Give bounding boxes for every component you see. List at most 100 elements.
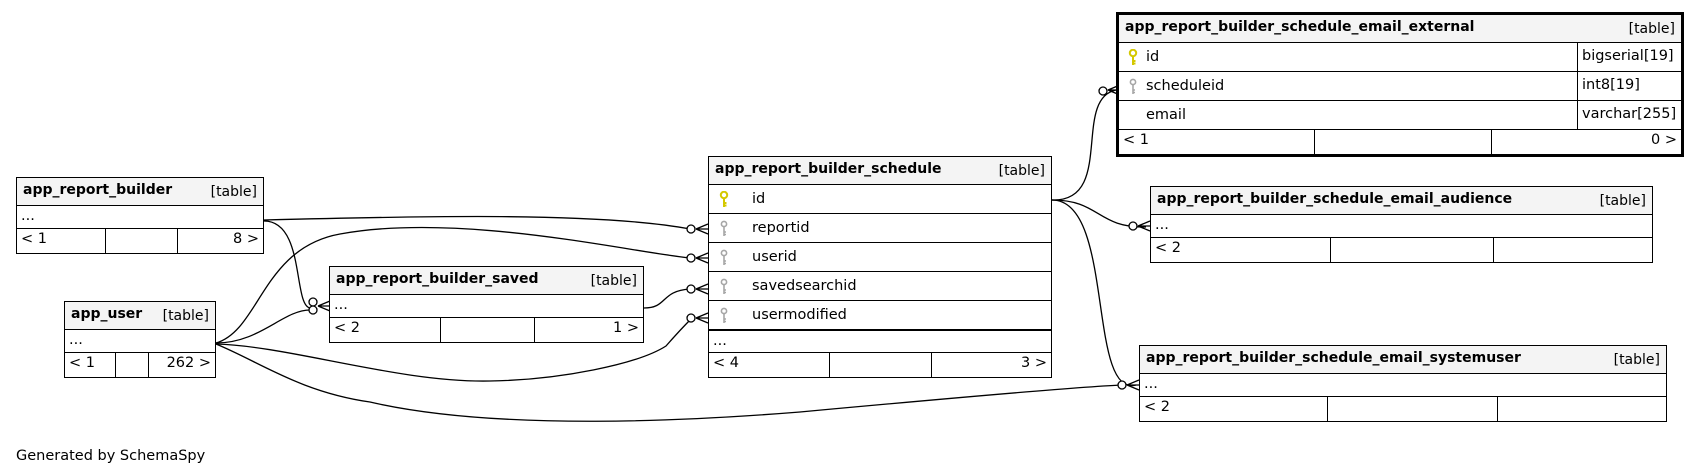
table-footer: < 1 0 >	[1119, 130, 1681, 154]
crow-foot-circle	[686, 253, 696, 263]
key-icon	[719, 191, 729, 207]
edge-report-saved	[263, 220, 311, 309]
column-row: reportid	[709, 214, 1051, 243]
edge-userid	[215, 226, 691, 344]
columns-ellipsis: ...	[1140, 374, 1666, 397]
column-name: id	[752, 191, 766, 207]
column-type: varchar[255]	[1577, 101, 1681, 129]
table-kind: [table]	[162, 308, 209, 324]
table-footer: < 1 8 >	[17, 229, 263, 253]
column-row: usermodified	[709, 301, 1051, 330]
row-count	[115, 353, 148, 377]
column-row: savedsearchid	[709, 272, 1051, 301]
table-kind: [table]	[210, 184, 257, 200]
key-icon	[720, 249, 728, 265]
table-header: app_report_builder_schedule_email_extern…	[1119, 15, 1681, 43]
table-kind: [table]	[1599, 193, 1646, 209]
key-icon	[720, 307, 728, 323]
crow-foot	[695, 223, 709, 235]
key-icon	[720, 278, 728, 294]
crow-foot-circle	[308, 305, 318, 315]
table-app-report-builder-schedule-email-audience[interactable]: app_report_builder_schedule_email_audien…	[1150, 186, 1653, 263]
parents-count: < 2	[1144, 399, 1170, 415]
columns-ellipsis: ...	[330, 295, 643, 318]
key-icon	[1128, 49, 1138, 65]
table-name: app_report_builder_saved	[336, 271, 539, 287]
table-header: app_user [table]	[65, 302, 215, 330]
crow-foot	[317, 300, 331, 312]
columns-ellipsis: ...	[709, 330, 1051, 353]
crow-foot-circle	[1128, 221, 1138, 231]
column-name: userid	[752, 249, 797, 265]
table-kind: [table]	[1628, 21, 1675, 37]
parents-count: < 1	[1123, 132, 1149, 148]
parents-count: < 2	[1155, 240, 1181, 256]
table-footer: < 4 3 >	[709, 353, 1051, 377]
crow-foot-circle	[686, 224, 696, 234]
parents-count: < 1	[69, 355, 95, 371]
table-app-report-builder-saved[interactable]: app_report_builder_saved [table] ... < 2…	[329, 266, 644, 343]
crow-foot	[695, 283, 709, 295]
row-count	[829, 353, 931, 377]
parents-count: < 4	[713, 355, 739, 371]
column-type: bigserial[19]	[1577, 43, 1681, 71]
crow-foot-circle	[686, 313, 696, 323]
crow-foot-circle	[686, 284, 696, 294]
crow-foot	[1126, 379, 1140, 391]
edge-usermodified	[215, 317, 693, 382]
table-header: app_report_builder_schedule_email_audien…	[1151, 187, 1652, 215]
edge-reportid	[263, 215, 691, 230]
parents-count: < 2	[334, 320, 360, 336]
table-footer: < 1 262 >	[65, 353, 215, 377]
edge-scheduleid	[1051, 89, 1117, 201]
table-kind: [table]	[590, 273, 637, 289]
table-kind: [table]	[1613, 352, 1660, 368]
crow-foot	[695, 312, 709, 324]
children-count: 262 >	[148, 353, 215, 377]
table-name: app_report_builder	[23, 182, 173, 198]
crow-foot-circle	[1117, 380, 1127, 390]
table-app-report-builder-schedule[interactable]: app_report_builder_schedule [table] id r…	[708, 156, 1052, 378]
columns-ellipsis: ...	[1151, 215, 1652, 238]
table-name: app_user	[71, 306, 143, 322]
row-count	[1327, 397, 1497, 421]
row-count	[1314, 130, 1491, 154]
table-header: app_report_builder_schedule [table]	[709, 157, 1051, 185]
column-row: userid	[709, 243, 1051, 272]
edge-systemuser	[1051, 199, 1137, 386]
table-app-report-builder-schedule-email-systemuser[interactable]: app_report_builder_schedule_email_system…	[1139, 345, 1667, 422]
table-name: app_report_builder_schedule	[715, 161, 942, 177]
table-footer: < 2	[1140, 397, 1666, 421]
row-count	[105, 229, 177, 253]
crow-foot-circle	[1098, 86, 1108, 96]
children-count	[1497, 397, 1666, 421]
table-header: app_report_builder [table]	[17, 178, 263, 206]
column-row: id	[709, 185, 1051, 214]
table-header: app_report_builder_schedule_email_system…	[1140, 346, 1666, 374]
table-app-report-builder[interactable]: app_report_builder [table] ... < 1 8 >	[16, 177, 264, 254]
children-count: 0 >	[1491, 130, 1681, 154]
row-count	[440, 318, 534, 342]
table-app-user[interactable]: app_user [table] ... < 1 262 >	[64, 301, 216, 378]
columns-ellipsis: ...	[65, 330, 215, 353]
table-footer: < 2 1 >	[330, 318, 643, 342]
children-count: 8 >	[177, 229, 263, 253]
table-footer: < 2	[1151, 238, 1652, 262]
table-app-report-builder-schedule-email-external[interactable]: app_report_builder_schedule_email_extern…	[1116, 12, 1684, 157]
table-name: app_report_builder_schedule_email_audien…	[1157, 191, 1513, 207]
children-count: 1 >	[534, 318, 643, 342]
column-name: usermodified	[752, 307, 847, 323]
column-row: id bigserial[19]	[1119, 43, 1681, 72]
crow-foot	[695, 252, 709, 264]
columns-ellipsis: ...	[17, 206, 263, 229]
key-icon	[720, 220, 728, 236]
column-row: email varchar[255]	[1119, 101, 1681, 130]
table-header: app_report_builder_saved [table]	[330, 267, 643, 295]
generated-by-credit: Generated by SchemaSpy	[16, 448, 206, 464]
column-name: email	[1146, 107, 1186, 123]
column-name: scheduleid	[1146, 78, 1225, 94]
edge-user-systemuser	[215, 343, 1125, 422]
column-type: int8[19]	[1577, 72, 1681, 100]
edge-user-saved	[215, 309, 311, 344]
